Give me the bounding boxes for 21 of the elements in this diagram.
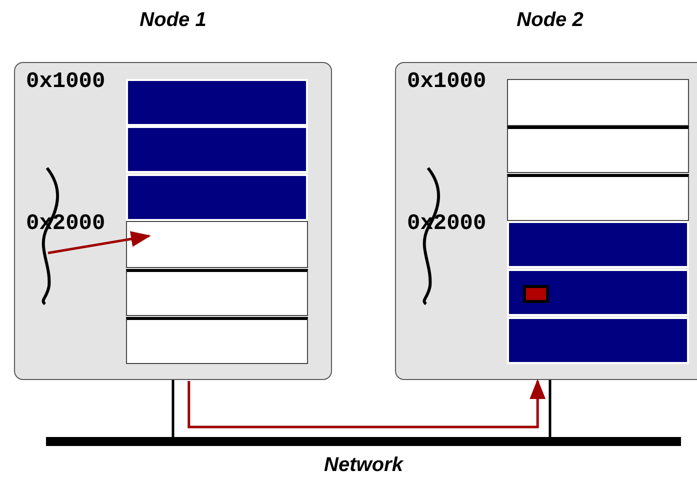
node-title: Node 2 [516,9,584,32]
memory-page-filled [507,221,689,268]
memory-page-filled [507,269,689,316]
memory-page [507,174,689,221]
arrow [188,379,546,428]
memory-page [126,221,308,268]
memory-page-filled [126,79,308,126]
memory-page-filled [126,126,308,173]
network-label: Network [324,454,403,477]
memory-page [126,269,308,316]
arrow [48,231,151,254]
memory-page-filled [507,317,689,364]
address-label: 0x1000 [407,71,486,93]
memory-page [507,79,689,126]
memory-page [126,317,308,364]
connector-line [172,380,174,437]
address-label: 0x1000 [26,71,106,93]
connector-line [548,380,552,437]
memory-page [507,126,689,173]
node-title: Node 1 [140,9,206,32]
memory-page-filled [126,174,308,221]
